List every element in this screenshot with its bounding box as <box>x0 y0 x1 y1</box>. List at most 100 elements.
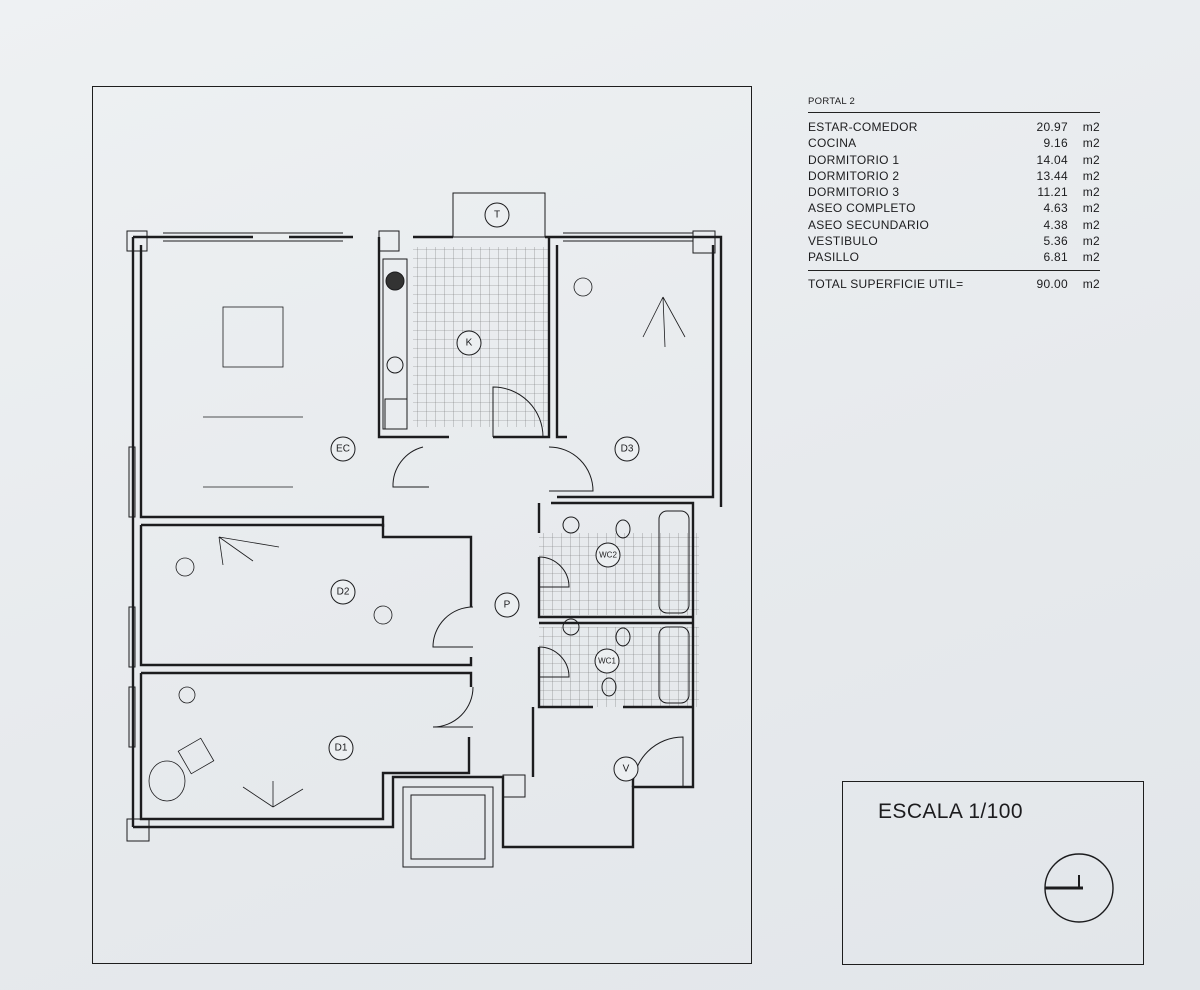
north-arrow-icon <box>1044 853 1114 923</box>
duct-south <box>502 774 526 798</box>
kitchen-wall <box>377 237 449 439</box>
column-n <box>378 230 400 252</box>
area-row-value: 14.04 <box>1036 152 1068 167</box>
area-row: DORMITORIO 2 13.44 m2 <box>808 168 1100 184</box>
toilet-wc1-icon <box>615 627 631 647</box>
area-row-value: 13.44 <box>1036 168 1068 183</box>
area-row-value: 9.16 <box>1043 136 1068 151</box>
area-row-unit: m2 <box>1082 120 1100 134</box>
area-total-value: 90.00 <box>1036 276 1068 291</box>
room-label-wc1: WC1 <box>598 657 616 666</box>
area-row-unit: m2 <box>1082 234 1100 249</box>
area-row-unit: m2 <box>1082 168 1100 183</box>
area-row: ASEO SECUNDARIO 4.38 m2 <box>808 217 1100 233</box>
portal-title: PORTAL 2 <box>808 96 1100 113</box>
label-circle-d3 <box>614 436 640 462</box>
window-top-living <box>163 232 343 242</box>
room-label-living: EC <box>336 444 350 455</box>
label-circle-d1 <box>328 735 354 761</box>
door-living <box>392 446 429 488</box>
area-row-name: ESTAR-COMEDOR <box>808 120 918 134</box>
room-label-d1: D1 <box>335 743 348 754</box>
column-sw <box>126 818 150 842</box>
area-row: COCINA 9.16 m2 <box>808 135 1100 151</box>
bedroom3-wall <box>555 245 715 499</box>
area-row: ESTAR-COMEDOR 20.97 m2 <box>808 119 1100 135</box>
area-total-name: TOTAL SUPERFICIE UTIL= <box>808 276 964 291</box>
room-label-terrace: T <box>494 210 500 221</box>
label-circle-wc1 <box>594 648 620 674</box>
area-row-unit: m2 <box>1082 217 1100 232</box>
label-circle-v <box>613 756 639 782</box>
area-row-name: DORMITORIO 1 <box>808 152 900 167</box>
scale-box: ESCALA 1/100 <box>842 781 1144 965</box>
kitchen-tiles <box>413 247 549 427</box>
window-west-3 <box>128 686 136 748</box>
label-circle-terrace <box>484 202 510 228</box>
area-row-value: 4.63 <box>1043 201 1068 216</box>
kitchen-hob-icon <box>385 271 405 291</box>
outer-wall <box>131 235 723 827</box>
area-row-name: DORMITORIO 2 <box>808 168 900 183</box>
outer-wall-south <box>133 707 695 849</box>
area-row-name: COCINA <box>808 136 857 151</box>
shaft-south <box>402 786 494 868</box>
chair-d2b-icon <box>373 605 393 625</box>
room-label-wc2: WC2 <box>599 551 617 560</box>
area-row-name: VESTIBULO <box>808 234 879 249</box>
area-rows: ESTAR-COMEDOR 20.97 m2 COCINA 9.16 m2 DORMIT… <box>808 119 1100 266</box>
dining-table <box>222 306 284 368</box>
living-wall <box>139 245 385 527</box>
room-label-d3: D3 <box>621 444 634 455</box>
label-circle-kitchen <box>456 330 482 356</box>
bathtub-wc2 <box>658 510 690 614</box>
kitchen-east-wall <box>493 237 551 439</box>
area-row-name: ASEO SECUNDARIO <box>808 217 930 232</box>
window-west-2 <box>128 606 136 668</box>
bed3-fan <box>642 296 686 348</box>
terrace-box <box>452 192 546 238</box>
washbasin-wc1-icon <box>562 618 580 636</box>
bed-fan-d2 <box>218 536 280 566</box>
area-row-name: PASILLO <box>808 250 860 265</box>
bathtub-wc1 <box>658 626 690 704</box>
label-circle-wc2 <box>595 542 621 568</box>
living-bench <box>203 416 303 488</box>
window-top-bedroom3 <box>563 232 693 242</box>
label-circle-living <box>330 436 356 462</box>
area-row-value: 5.36 <box>1043 234 1068 249</box>
area-total-row: TOTAL SUPERFICIE UTIL= 90.00 m2 <box>808 269 1100 292</box>
area-row-name: ASEO COMPLETO <box>808 201 916 216</box>
room-label-kitchen: K <box>466 338 473 349</box>
area-table: PORTAL 2 ESTAR-COMEDOR 20.97 m2 COCINA 9.16… <box>808 96 1100 292</box>
area-row-value: 4.38 <box>1043 217 1068 232</box>
door-d3 <box>548 446 594 492</box>
door-entrance <box>632 736 684 788</box>
area-row-unit: m2 <box>1082 250 1100 265</box>
bidet-wc1-icon <box>601 677 617 697</box>
bed-fan-d1 <box>242 781 304 808</box>
area-row: PASILLO 6.81 m2 <box>808 249 1100 265</box>
floor-plan-drawing: T K EC D3 WC2 D2 P WC1 D1 V <box>126 192 723 868</box>
room-label-v: V <box>623 764 630 775</box>
bedroom2-wall <box>139 523 473 667</box>
lamp-d3-icon <box>573 277 593 297</box>
door-d2 <box>432 606 474 648</box>
area-row-value: 11.21 <box>1037 185 1068 200</box>
door-wc1 <box>538 646 570 678</box>
column-ne <box>692 230 716 254</box>
area-row-value: 6.81 <box>1043 250 1068 265</box>
area-row-unit: m2 <box>1082 136 1100 151</box>
lamp-d1-icon <box>178 686 196 704</box>
area-row-value: 20.97 <box>1036 120 1068 134</box>
door-kitchen <box>492 386 544 438</box>
armchair-d1b-icon <box>148 760 186 802</box>
shaft-inner <box>410 794 486 860</box>
wc2-tiles <box>539 533 699 615</box>
area-row-unit: m2 <box>1082 185 1100 200</box>
scale-label: ESCALA 1/100 <box>878 800 1023 823</box>
